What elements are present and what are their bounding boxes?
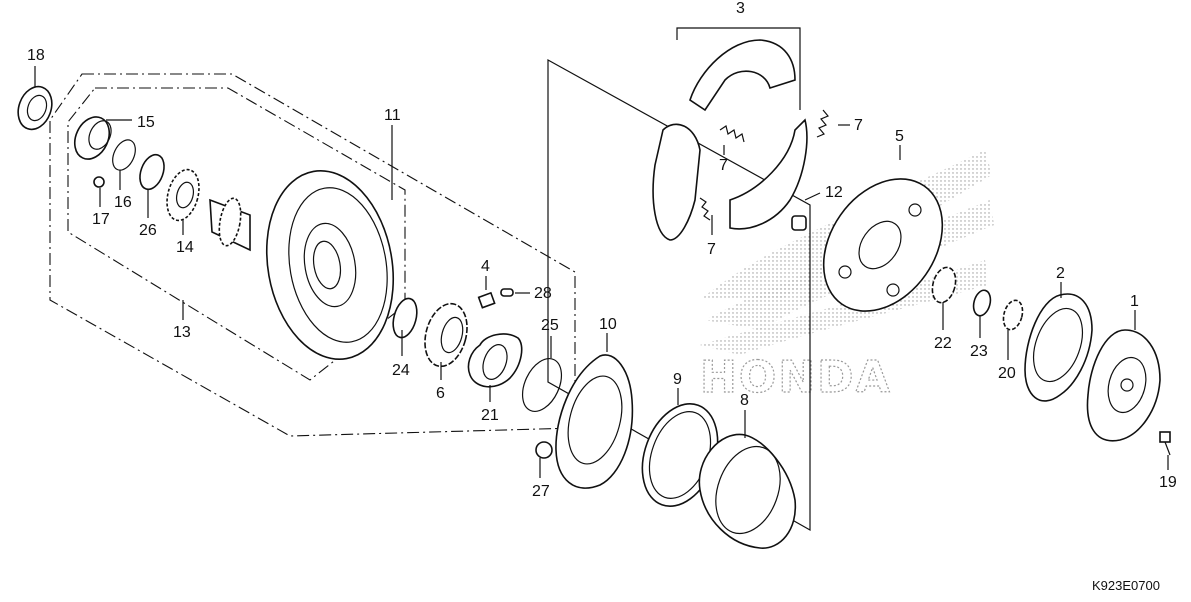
part-22-collar [931, 266, 957, 304]
callout-2: 2 [1056, 265, 1065, 282]
callout-15: 15 [137, 114, 155, 131]
part-23-washer [972, 289, 992, 317]
callout-26: 26 [139, 222, 157, 239]
leader-lines [34, 66, 1169, 478]
part-5-drive-plate [822, 178, 944, 312]
part-21-side-plate [467, 333, 523, 388]
callout-22: 22 [934, 335, 952, 352]
callout-21: 21 [481, 407, 499, 424]
part-7-spring-a [719, 125, 745, 143]
part-7-spring-b [816, 109, 829, 138]
callout-17: 17 [92, 211, 110, 228]
callout-7-c: 7 [707, 241, 716, 258]
part-8-gasket [698, 433, 797, 549]
callout-9: 9 [673, 371, 682, 388]
callout-20: 20 [998, 365, 1016, 382]
part-10-gasket [555, 354, 634, 489]
part-26-ring [139, 153, 165, 191]
callout-14: 14 [176, 239, 194, 256]
group-outline-11 [49, 73, 576, 437]
part-16-circlip [112, 139, 136, 171]
part-4-spring [477, 291, 496, 309]
group-outline-clutch [547, 58, 811, 532]
callout-7-a: 7 [719, 157, 728, 174]
part-24-ring [392, 297, 418, 339]
callout-6: 6 [436, 385, 445, 402]
part-15-bearing [73, 116, 112, 160]
part-12-nut [791, 215, 807, 231]
part-19-bolt [1159, 431, 1171, 456]
part-6-one-way-clutch [424, 302, 468, 368]
honda-wordmark-watermark: HONDA [700, 352, 892, 403]
callout-4: 4 [481, 258, 490, 275]
callout-1: 1 [1130, 293, 1139, 310]
part-20-nut [1002, 299, 1024, 331]
callout-27: 27 [532, 483, 550, 500]
callout-11: 11 [384, 107, 401, 124]
group-bracket-3 [676, 27, 801, 110]
callout-5: 5 [895, 128, 904, 145]
part-3-clutch-shoes [652, 39, 808, 241]
part-11-clutch-outer-drum [209, 170, 395, 360]
part-17-nut [93, 176, 105, 188]
part-27-nut [535, 441, 553, 459]
callout-12: 12 [825, 184, 843, 201]
callout-18: 18 [27, 47, 45, 64]
part-28-roller [500, 288, 514, 297]
part-14-gear [166, 168, 200, 222]
callout-25: 25 [541, 317, 559, 334]
callout-10: 10 [599, 316, 617, 333]
diagram-reference-code: K923E0700 [1092, 578, 1160, 593]
callout-28: 28 [534, 285, 552, 302]
callout-24: 24 [392, 362, 410, 379]
part-7-spring-c [699, 197, 711, 221]
callout-19: 19 [1159, 474, 1177, 491]
callout-23: 23 [970, 343, 988, 360]
part-1-cover [1086, 329, 1161, 442]
callout-labels: 18 15 16 17 26 14 11 13 4 28 25 24 6 21 … [27, 0, 1177, 500]
part-2-gasket [1024, 293, 1093, 402]
callout-8: 8 [740, 392, 749, 409]
callout-16: 16 [114, 194, 132, 211]
part-25-circlip [521, 358, 563, 412]
callout-3: 3 [736, 0, 745, 17]
callout-7-b: 7 [854, 117, 863, 134]
callout-13: 13 [173, 324, 191, 341]
part-18-oil-seal [17, 85, 53, 131]
